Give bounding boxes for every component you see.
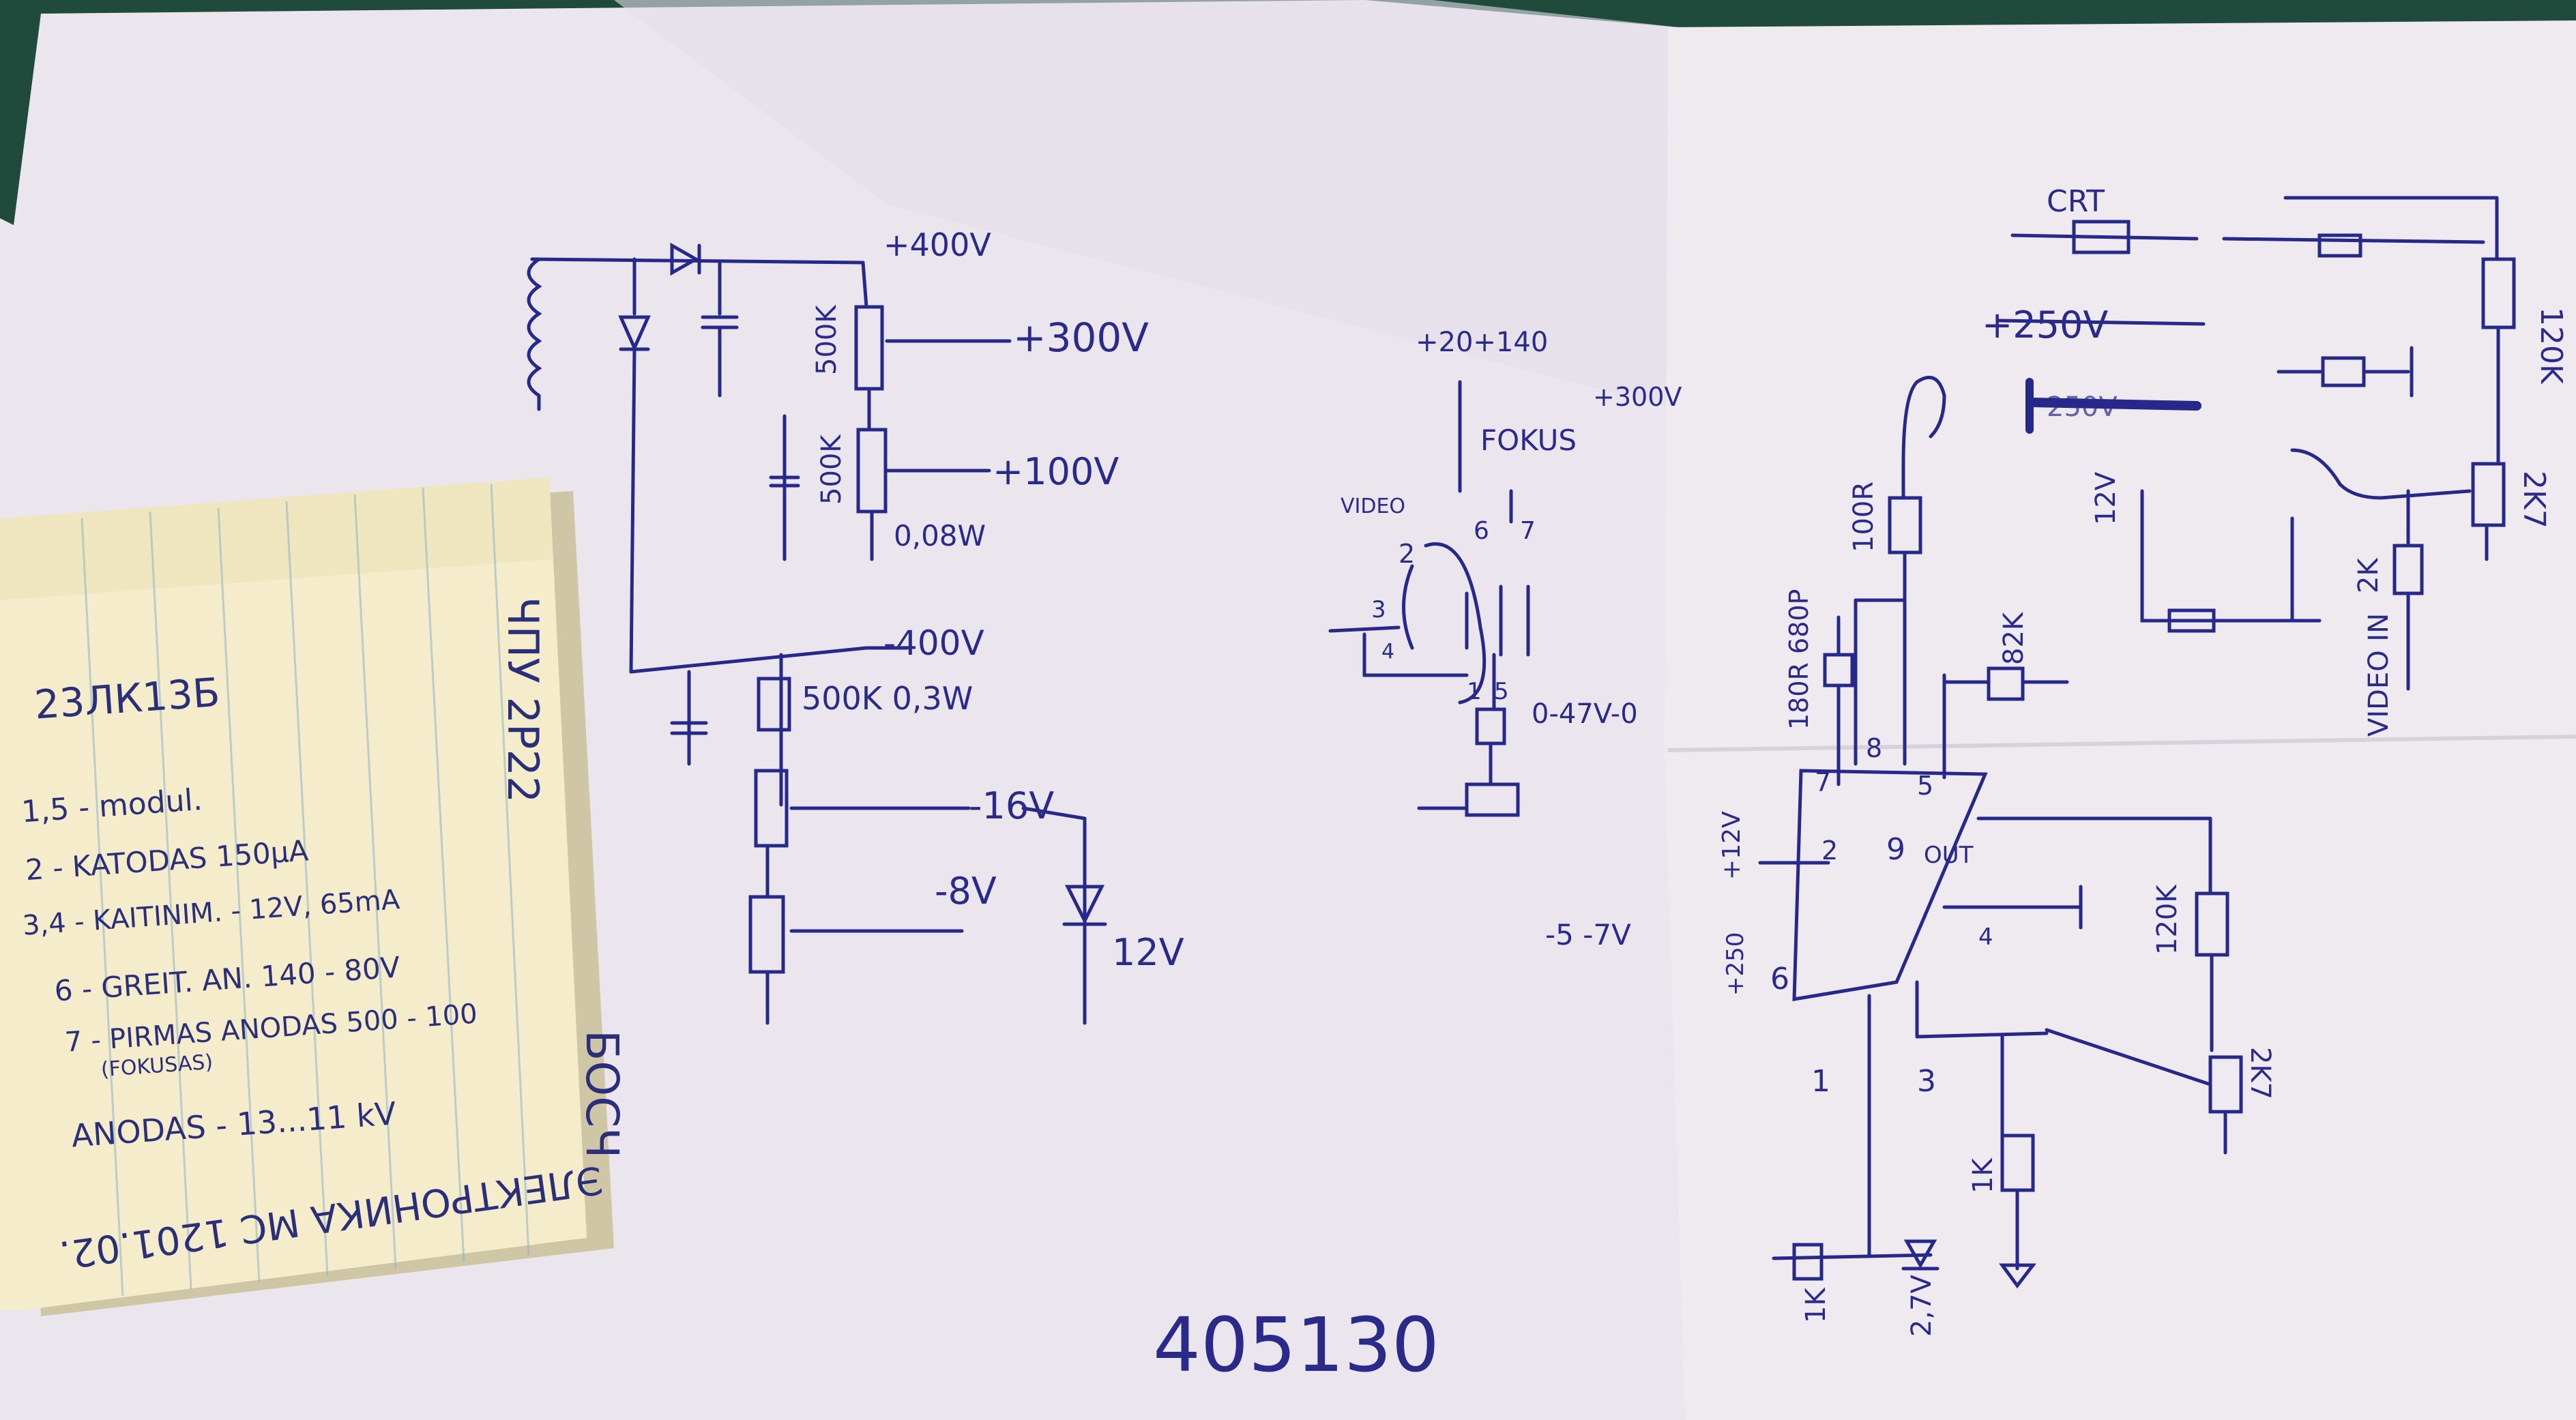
label-ic-pin-1: 1	[1811, 1064, 1830, 1099]
left-schematic	[527, 242, 1107, 1025]
label-fokus: FOKUS	[1480, 424, 1577, 457]
label-plus-100v: +100V	[993, 450, 1119, 493]
sheet-shadow-fold	[614, 0, 1678, 409]
label-out: OUT	[1924, 842, 1974, 869]
label-12v-side: 12V	[2090, 471, 2122, 525]
right-schematic	[1758, 196, 2516, 1289]
middle-labels: +20+140 +300V FOKUS VIDEO 2 3 4 6 7 1 5 …	[1341, 327, 1682, 951]
label-plus-400v: +400V	[883, 226, 991, 263]
tube-potentiometer	[1465, 782, 1520, 817]
label-2k7-mid: 2K7	[2244, 1047, 2276, 1099]
label-minus-16v: -16V	[969, 784, 1054, 827]
label-pin-4: 4	[1381, 640, 1394, 664]
yellow-note: 23ЛК13Б 1,5 - modul. 2 - KATODAS 150µA 3…	[0, 477, 628, 1316]
note-side-bosch: БОСЧ	[576, 1030, 628, 1159]
label-500k-top: 500K	[811, 304, 843, 375]
note-side-cnc: ЧПУ 2Р22	[498, 597, 548, 803]
label-stamp-number: 405130	[1153, 1301, 1439, 1389]
label-pin-1: 1	[1467, 678, 1482, 705]
note-ruling	[80, 484, 530, 1297]
diode-left	[618, 315, 651, 353]
label-ic-pin-8: 8	[1866, 733, 1882, 763]
label-pin-7: 7	[1520, 517, 1536, 545]
label-ic-pin-7: 7	[1815, 767, 1831, 797]
label-minus-8v: -8V	[935, 870, 997, 913]
label-video-in: VIDEO IN	[2363, 613, 2395, 737]
label-180r-680p: 180R 680P	[1784, 589, 1814, 730]
label-500k-0-3w: 500K 0,3W	[802, 680, 973, 717]
potentiometer-16v	[754, 769, 789, 848]
label-pin-3: 3	[1371, 596, 1386, 623]
opamp-triangle	[1792, 769, 1988, 1001]
note-top-strip	[0, 477, 553, 600]
tube-envelope	[1402, 564, 1414, 650]
label-plus-12v: +12V	[1718, 811, 1746, 880]
label-100r: 100R	[1848, 482, 1879, 552]
resistor-1k-a	[1792, 1243, 1824, 1281]
label-plus-250v: +250V	[1982, 304, 2108, 346]
label-2k7-top: 2K7	[2517, 471, 2551, 529]
label-1k-b: 1K	[1967, 1157, 1999, 1194]
zener-diode	[1064, 885, 1105, 925]
right-labels: CRT +250V 250V 120K 2K7 2K VIDEO IN 12V …	[1718, 184, 2568, 1337]
label-plus-250: +250	[1722, 932, 1749, 996]
label-500k-mid: 500K	[816, 434, 847, 505]
label-20-140: +20+140	[1416, 327, 1548, 358]
top-loop-wire	[1901, 375, 1946, 466]
label-0-47v: 0-47V-0	[1532, 698, 1638, 730]
label-2k: 2K	[2353, 557, 2384, 593]
diode-top	[670, 242, 700, 276]
label-0-08w: 0,08W	[894, 519, 986, 552]
crt-box	[2072, 220, 2131, 254]
label-minus-5-7v: -5 -7V	[1545, 918, 1631, 951]
label-pin-2: 2	[1399, 539, 1415, 569]
label-minus-400v: -400V	[883, 623, 984, 663]
label-120k-top: 120K	[2534, 307, 2568, 385]
left-labels: +400V +300V +100V 500K 500K 0,08W -400V …	[802, 226, 1439, 1389]
label-plus-300v: +300V	[1013, 314, 1149, 361]
label-120k-mid: 120K	[2152, 884, 2183, 955]
label-250v-crossed: 250V	[2047, 391, 2118, 423]
resistor-500k-03w	[757, 677, 791, 732]
label-ic-pin-9: 9	[1886, 832, 1905, 867]
label-pin-6: 6	[1474, 517, 1489, 545]
label-ic-pin-6: 6	[1770, 962, 1789, 996]
label-ic-pin-3: 3	[1917, 1064, 1936, 1099]
tube-schematic	[1328, 380, 1530, 817]
label-82k: 82K	[1998, 611, 2030, 665]
zener-27v	[1903, 1239, 1937, 1269]
label-video-middle: VIDEO	[1341, 494, 1405, 518]
label-1k-a: 1K	[1800, 1287, 1832, 1323]
note-paper	[0, 477, 587, 1310]
right-sheet-fold	[1667, 735, 2576, 752]
label-12v-zener: 12V	[1112, 931, 1184, 974]
label-ic-pin-4: 4	[1978, 923, 1993, 951]
label-300v-middle: +300V	[1593, 382, 1682, 412]
label-crt: CRT	[2047, 184, 2105, 219]
label-2-7v: 2,7V	[1906, 1274, 1937, 1337]
label-ic-pin-5: 5	[1917, 771, 1933, 801]
label-ic-pin-2: 2	[1821, 835, 1838, 866]
label-pin-5: 5	[1494, 678, 1509, 705]
right-paper-sheet	[1665, 20, 2576, 1420]
